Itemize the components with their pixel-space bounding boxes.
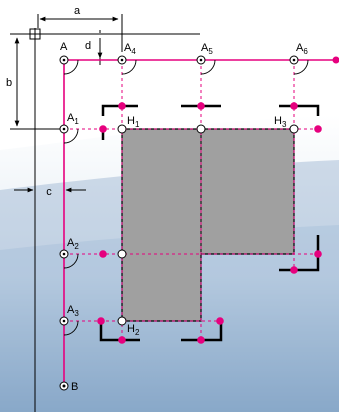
dot — [197, 336, 205, 344]
label-A2: A2 — [67, 237, 79, 251]
dot — [118, 102, 126, 110]
dim-label-a: a — [74, 5, 81, 17]
dot — [332, 56, 339, 64]
dot — [197, 102, 205, 110]
station-H1b — [196, 124, 206, 134]
label-A3: A3 — [67, 304, 79, 318]
dot — [290, 266, 298, 274]
dim-label-c: c — [46, 186, 52, 198]
label-H2: H2 — [127, 323, 140, 337]
dot — [118, 336, 126, 344]
label-A5: A5 — [201, 42, 213, 56]
label-B: B — [71, 381, 78, 393]
dimension-arrows — [14, 14, 123, 193]
station-A2b — [117, 249, 127, 259]
angle-arcs — [63, 59, 309, 336]
dot — [97, 317, 105, 325]
label-H3: H3 — [274, 115, 287, 129]
station-H2 — [117, 316, 127, 326]
dim-label-d: d — [85, 40, 91, 52]
label-A6: A6 — [296, 42, 308, 56]
station-H1 — [117, 124, 127, 134]
dot — [314, 250, 322, 258]
label-A1: A1 — [67, 112, 79, 126]
label-A: A — [60, 41, 68, 53]
dim-label-b: b — [6, 77, 12, 89]
dot — [314, 125, 322, 133]
dot — [99, 250, 107, 258]
dot — [99, 125, 107, 133]
square-cross-icon — [29, 28, 41, 40]
dot — [216, 317, 224, 325]
point-labels: A A4 A5 A6 A1 H1 H3 A2 A3 H2 B — [60, 41, 308, 393]
label-A4: A4 — [124, 42, 136, 56]
dot — [290, 102, 298, 110]
station-H3 — [289, 124, 299, 134]
profile-dots — [97, 56, 339, 344]
station-centers — [62, 58, 296, 388]
label-H1: H1 — [127, 115, 140, 129]
